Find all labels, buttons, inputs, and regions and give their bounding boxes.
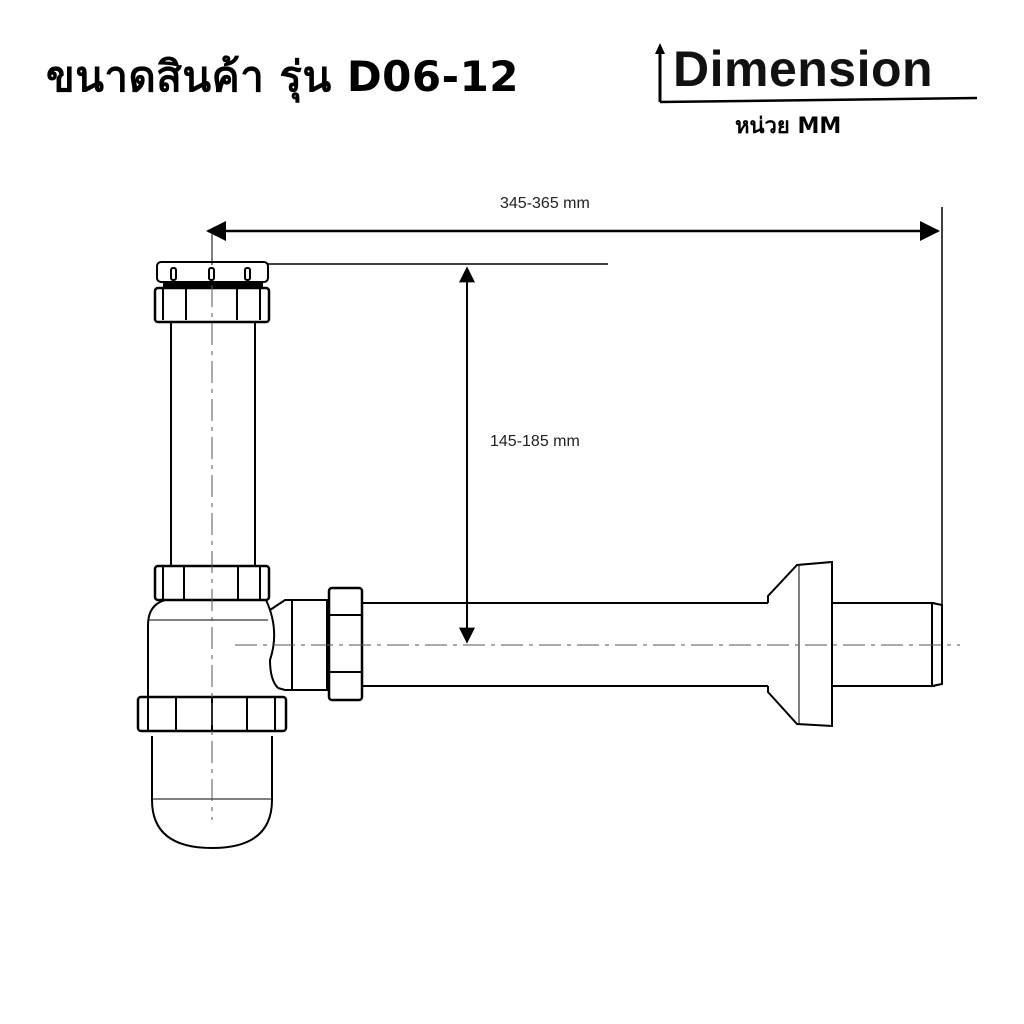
logo-word: Dimension	[673, 41, 934, 97]
arrow-axis-icon	[655, 43, 978, 104]
unit-label: หน่วย MM	[735, 114, 842, 139]
length-dimension-label: 345-365 mm	[500, 195, 590, 212]
page-title: ขนาดสินค้า รุ่น D06-12	[46, 52, 520, 101]
dimension-logo: Dimension หน่วย MM	[655, 40, 980, 140]
height-dimension-label: 145-185 mm	[490, 433, 580, 450]
